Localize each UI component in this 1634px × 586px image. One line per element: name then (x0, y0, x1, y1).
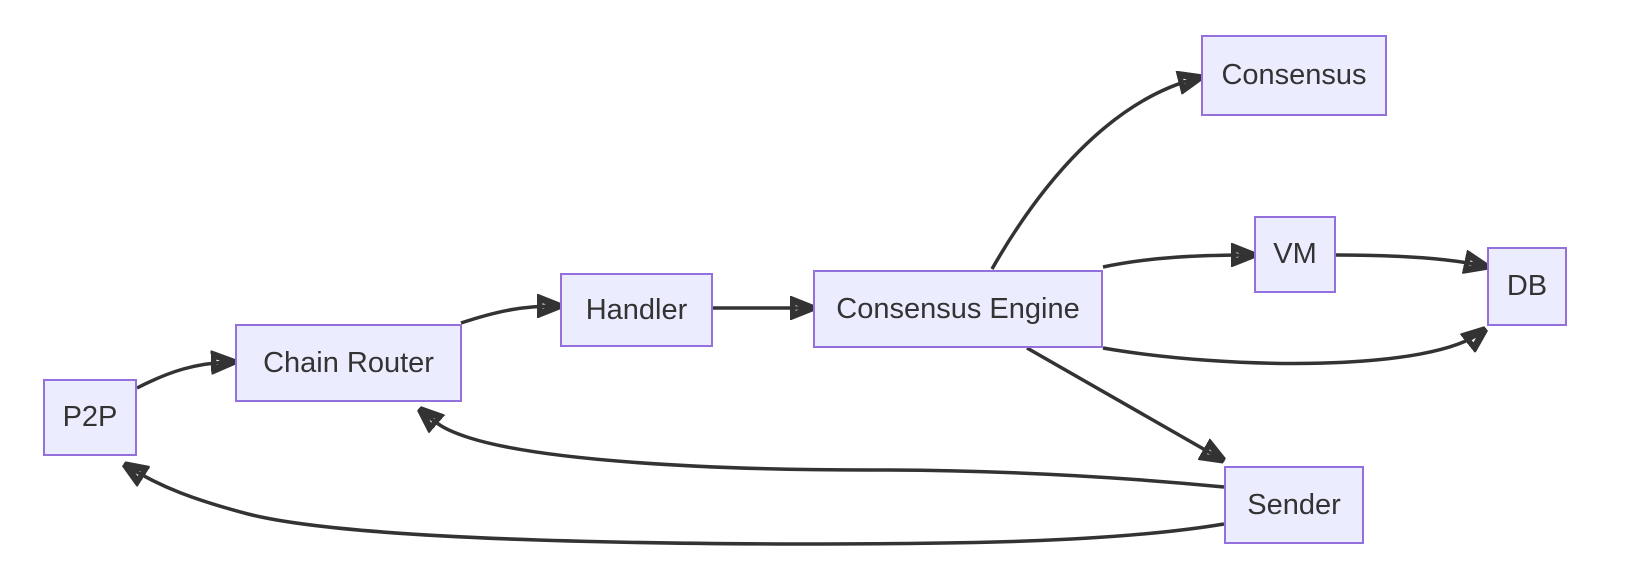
edge-p2p-chain-router (136, 362, 231, 390)
node-handler-label: Handler (585, 293, 688, 326)
edge-consensus-engine-consensus (990, 78, 1198, 270)
node-p2p-label: P2P (62, 401, 118, 433)
edge-vm-db (1335, 255, 1484, 266)
node-consensus-engine-label: Consensus Engine (836, 292, 1080, 325)
node-vm: VM (1254, 216, 1336, 293)
node-consensus: Consensus (1201, 35, 1387, 116)
node-consensus-engine: Consensus Engine (813, 270, 1103, 348)
node-chain-router-label: Chain Router (263, 346, 434, 379)
node-sender: Sender (1224, 466, 1364, 544)
edge-sender-chain-router (422, 411, 1225, 489)
node-p2p: P2P (43, 379, 137, 456)
node-chain-router: Chain Router (235, 324, 462, 402)
node-handler: Handler (560, 273, 713, 347)
edge-chain-router-handler (460, 306, 557, 325)
node-vm-label: VM (1273, 238, 1317, 270)
edge-consensus-engine-sender (1026, 346, 1221, 459)
node-db: DB (1487, 247, 1567, 326)
edge-consensus-engine-db (1102, 331, 1483, 366)
edge-sender-p2p (127, 466, 1225, 546)
node-db-label: DB (1506, 270, 1548, 302)
edge-consensus-engine-vm (1102, 255, 1251, 269)
node-consensus-label: Consensus (1221, 59, 1367, 91)
node-sender-label: Sender (1247, 488, 1341, 521)
